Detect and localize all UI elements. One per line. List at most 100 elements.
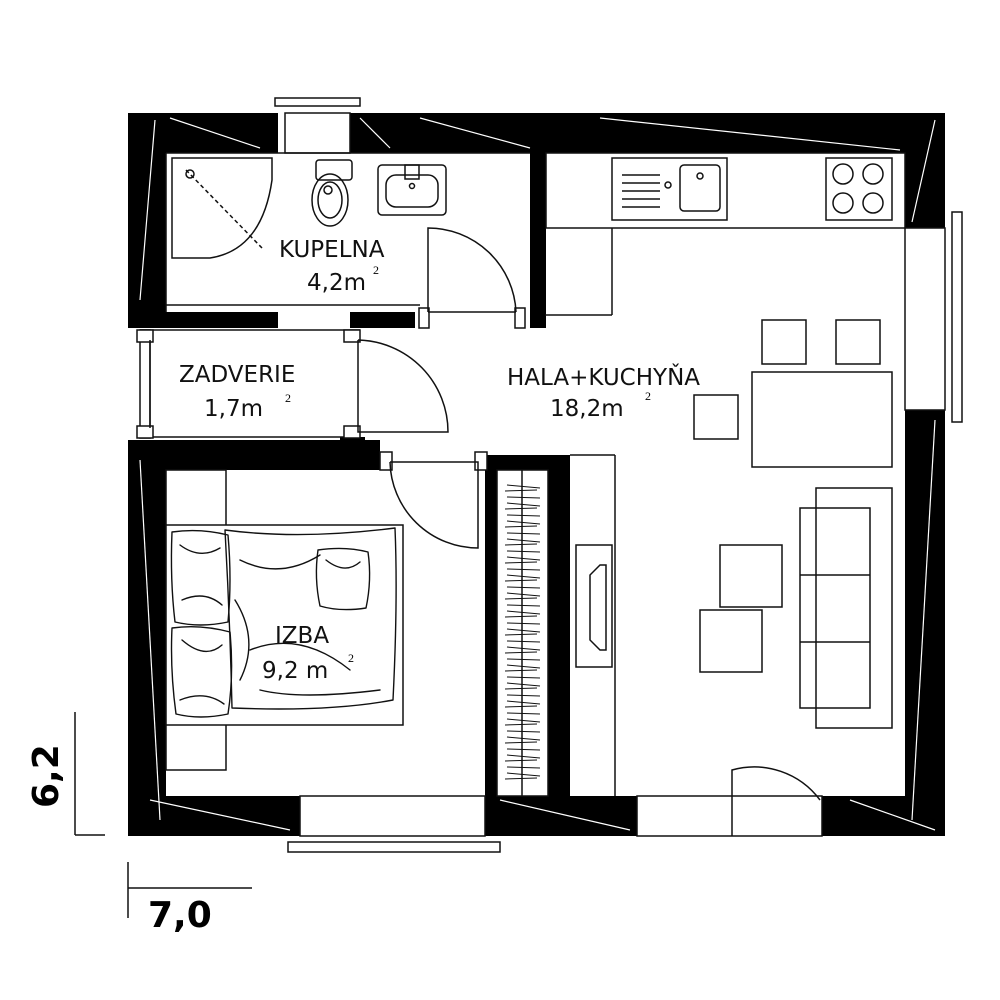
room-label-bedroom: IZBA 9,2 m 2 [262, 623, 354, 684]
hanger-mark [506, 718, 541, 723]
room-name: KUPELNA [279, 237, 385, 263]
exterior-walls [128, 113, 945, 836]
room-name: IZBA [275, 623, 329, 649]
hanger-mark [506, 766, 541, 769]
hanger-mark [506, 748, 541, 751]
hanger-mark [504, 687, 538, 690]
terrace-door-icon [731, 766, 821, 836]
area-unit-superscript: 2 [373, 263, 379, 277]
hanger-mark [506, 556, 541, 561]
pouf [699, 609, 763, 673]
room-label-entry: ZADVERIE 1,7m 2 [179, 362, 295, 422]
room-area: 1,7m [204, 396, 263, 422]
area-unit-superscript: 2 [285, 391, 291, 405]
bathroom-fixtures [171, 157, 526, 329]
bed-sheet-icon [224, 527, 397, 710]
chair [693, 394, 739, 440]
hanger-mark [506, 754, 541, 759]
hanger-mark [506, 736, 541, 741]
shower-icon [171, 157, 273, 259]
hanger-mark [504, 579, 538, 582]
windows [274, 97, 963, 853]
hanger-mark [506, 646, 541, 651]
kitchen-fixtures [611, 157, 893, 221]
room-area: 18,2m [550, 396, 624, 422]
hanger-mark [504, 723, 538, 726]
area-unit-superscript: 2 [348, 651, 354, 665]
hanger-mark [506, 568, 541, 571]
hanger-mark [506, 712, 541, 715]
hanger-mark [506, 730, 541, 733]
hanger-mark [506, 538, 541, 543]
hanger-mark [506, 514, 541, 517]
front-door-icon [136, 329, 154, 439]
chair [835, 319, 881, 365]
hanger-mark [506, 628, 541, 633]
hanger-mark [504, 777, 538, 780]
hanger-mark [506, 664, 541, 669]
room-label-hall-kitchen: HALA+KUCHYŇA 18,2m 2 [507, 363, 700, 422]
room-area: 9,2 m [262, 658, 328, 684]
sofa-icon [799, 487, 893, 729]
bathroom-door-icon [418, 227, 526, 329]
pillow-icon [170, 529, 231, 626]
hanger-mark [504, 543, 538, 546]
toilet-icon [311, 159, 353, 227]
dining-table [751, 371, 893, 468]
hanger-mark [504, 615, 538, 618]
hanger-mark [506, 496, 541, 499]
cooktop-icon [825, 157, 893, 221]
hanger-mark [506, 700, 541, 705]
hanger-mark [506, 484, 541, 489]
cushion-icon [315, 547, 371, 611]
area-unit-superscript: 2 [645, 389, 651, 403]
tv-icon [575, 544, 613, 668]
pillow-icon [170, 625, 233, 718]
hanger-mark [504, 561, 538, 564]
hanger-mark [506, 532, 541, 535]
hanger-mark [504, 489, 538, 492]
hanger-mark [506, 640, 541, 643]
hanger-mark [506, 604, 541, 607]
hanger-mark [506, 520, 541, 525]
hanger-mark [504, 651, 538, 654]
room-name: ZADVERIE [179, 362, 295, 388]
sink-icon [377, 164, 447, 216]
hanger-mark [504, 633, 538, 636]
hanger-mark [504, 669, 538, 672]
hanger-mark [506, 694, 541, 697]
hanger-mark [506, 574, 541, 579]
hanger-mark [504, 741, 538, 744]
room-label-bathroom: KUPELNA 4,2m 2 [279, 237, 385, 296]
bedroom-furniture [165, 469, 404, 771]
wall-hatching [139, 117, 936, 831]
width-value: 7,0 [148, 895, 212, 936]
hanger-mark [504, 597, 538, 600]
dining-set [693, 319, 893, 468]
chair [761, 319, 807, 365]
hanger-mark [506, 592, 541, 597]
dimension-width: 7,0 [127, 862, 252, 936]
wardrobe-hangers [504, 484, 541, 780]
hanger-mark [506, 682, 541, 687]
room-area: 4,2m [307, 270, 366, 296]
interior-lines [139, 152, 906, 796]
hanger-mark [506, 502, 541, 507]
room-name: HALA+KUCHYŇA [507, 363, 700, 391]
hanger-mark [506, 622, 541, 625]
height-value: 6,2 [26, 744, 67, 808]
hanger-mark [506, 586, 541, 589]
hanger-mark [506, 610, 541, 615]
dimension-height: 6,2 [26, 712, 105, 836]
hanger-mark [504, 525, 538, 528]
wardrobe-icon [496, 469, 549, 797]
entry-inner-door-icon [343, 329, 449, 439]
hanger-mark [504, 507, 538, 510]
hanger-mark [506, 658, 541, 661]
hanger-mark [506, 676, 541, 679]
entry-doors [136, 329, 821, 836]
hanger-mark [504, 759, 538, 762]
hanger-mark [506, 772, 541, 777]
hanger-mark [504, 705, 538, 708]
